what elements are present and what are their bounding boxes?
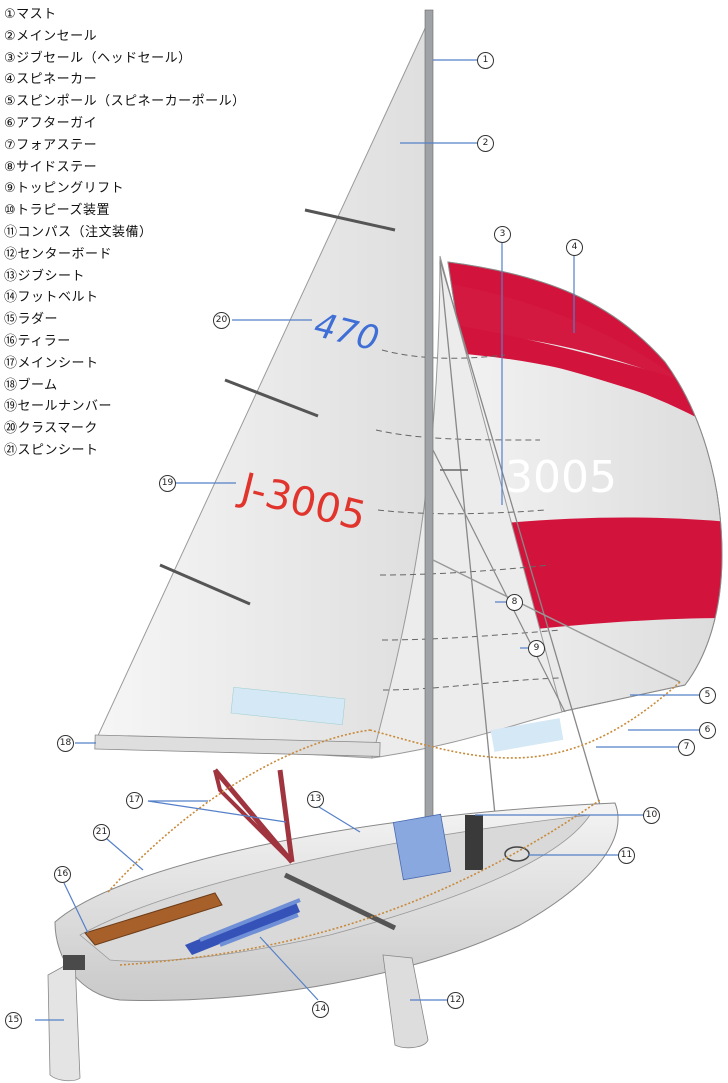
legend-item-main-sail: ②メインセール [4, 28, 98, 44]
legend-item-compass: ⑪コンパス（注文装備） [4, 224, 153, 240]
mast [424, 9, 434, 851]
compass [504, 846, 530, 862]
callout-marker-2: 2 [477, 135, 494, 152]
callout-marker-15: 15 [5, 1012, 22, 1029]
callout-marker-6: 6 [699, 722, 716, 739]
legend-item-spinnaker-pole: ⑤スピンポール（スピネーカーポール） [4, 94, 246, 110]
callout-marker-11: 11 [618, 847, 635, 864]
legend-item-rudder: ⑮ラダー [4, 312, 59, 328]
callout-marker-8: 8 [506, 594, 523, 611]
batten [224, 378, 319, 418]
callout-marker-3: 3 [494, 226, 511, 243]
legend-item-after-guy: ⑥アフターガイ [4, 115, 98, 131]
callout-marker-5: 5 [699, 687, 716, 704]
legend-item-foot-belt: ⑭フットベルト [4, 290, 99, 306]
callout-marker-14: 14 [312, 1001, 329, 1018]
legend-item-jib-sail: ③ジブセール（ヘッドセール） [4, 50, 192, 66]
forestay [439, 259, 601, 806]
spinnaker-sheet [107, 681, 681, 966]
callout-marker-20: 20 [213, 312, 230, 329]
callout-marker-18: 18 [57, 735, 74, 752]
spinnaker-pole [432, 559, 681, 683]
leader-lines [35, 59, 699, 1021]
legend-item-boom: ⑱ブーム [4, 377, 58, 393]
legend-item-topping-lift: ⑨トッピングリフト [4, 181, 125, 197]
foot-belt [185, 900, 300, 955]
centerboard [382, 954, 429, 1049]
callout-marker-16: 16 [54, 866, 71, 883]
parts-legend: ①マスト ②メインセール ③ジブセール（ヘッドセール） ④スピネーカー ⑤スピン… [4, 4, 246, 462]
legend-item-spinnaker: ④スピネーカー [4, 72, 98, 88]
rudder-fitting [63, 955, 85, 970]
callout-marker-9: 9 [528, 640, 545, 657]
legend-item-mast: ①マスト [4, 7, 57, 22]
trapeze-fitting [465, 815, 483, 870]
callout-marker-17: 17 [126, 792, 143, 809]
legend-item-tiller: ⑯ティラー [4, 333, 71, 349]
callout-marker-13: 13 [307, 791, 324, 808]
window [230, 686, 346, 726]
legend-item-trapeze: ⑩トラピーズ装置 [4, 203, 111, 219]
callout-marker-19: 19 [159, 475, 176, 492]
cockpit [79, 814, 591, 962]
batten [159, 563, 251, 606]
callout-marker-4: 4 [566, 239, 583, 256]
legend-item-centerboard: ⑫センターボード [4, 246, 113, 262]
tiller [84, 892, 223, 946]
legend-item-sail-number: ⑲セールナンバー [4, 399, 113, 415]
legend-item-class-mark: ⑳クラスマーク [4, 421, 98, 437]
callout-marker-12: 12 [447, 992, 464, 1009]
legend-item-forestay: ⑦フォアステー [4, 137, 98, 153]
centerboard-case [283, 872, 397, 931]
side-stay [439, 261, 496, 816]
spinnaker-sail-number: 3005 [505, 452, 617, 503]
jib-window [490, 718, 564, 752]
legend-item-side-stay: ⑧サイドステー [4, 159, 98, 175]
boom [94, 734, 381, 757]
jib-sheet-block [392, 813, 452, 881]
legend-item-main-sheet: ⑰メインシート [4, 355, 99, 371]
hull [47, 681, 681, 1082]
batten [304, 208, 396, 232]
topping-lift [432, 449, 566, 713]
callout-marker-10: 10 [643, 807, 660, 824]
callout-marker-21: 21 [93, 824, 110, 841]
callout-marker-1: 1 [477, 52, 494, 69]
callout-marker-7: 7 [678, 739, 695, 756]
legend-item-spinnaker-sheet: ㉑スピンシート [4, 442, 99, 458]
rigging [94, 9, 681, 851]
legend-item-jib-sheet: ⑬ジブシート [4, 268, 86, 284]
